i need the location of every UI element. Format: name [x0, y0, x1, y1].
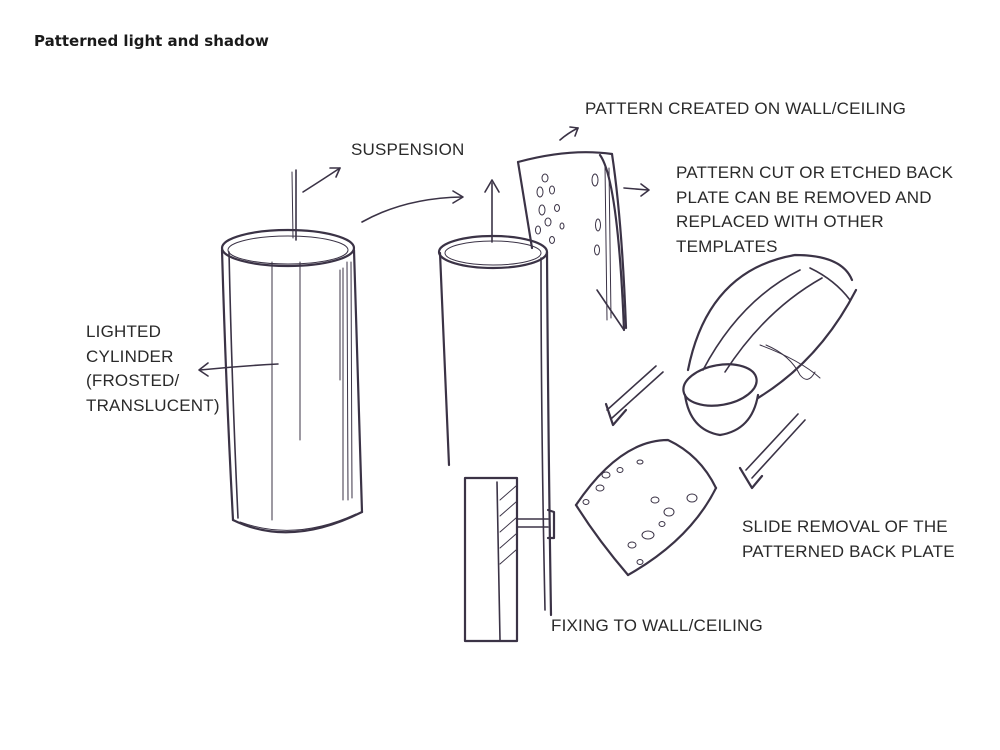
back-plate-arrow [623, 187, 649, 191]
cylinder-left-edge [220, 248, 235, 522]
wall-fixing-drawing [463, 476, 556, 643]
slide-removal-line: SLIDE REMOVAL OF THE [742, 517, 948, 536]
lighted-cylinder-label: LIGHTED CYLINDER (FROSTED/ TRANSLUCENT) [86, 320, 220, 418]
slide-pointer [765, 344, 816, 380]
fixing-clip [546, 508, 556, 540]
lighted-cylinder-line: CYLINDER [86, 346, 174, 366]
wall-plate [463, 476, 519, 643]
lower-plate-left [574, 503, 630, 577]
lower-plate-front [626, 486, 718, 577]
tube-left-edge [438, 251, 451, 467]
lighted-cylinder-line: LIGHTED [86, 322, 162, 341]
back-plate-lower-drawing [574, 438, 718, 577]
explode-arrow [361, 196, 463, 223]
inner-tube-drawing [437, 234, 553, 617]
lower-plate-holes [582, 459, 698, 565]
slide-section-top [686, 253, 854, 372]
suspension-label: SUSPENSION [351, 138, 464, 163]
back-plate-line: TEMPLATES [676, 236, 778, 256]
back-plate-line: PLATE CAN BE REMOVED AND [676, 187, 932, 207]
back-plate-label: PATTERN CUT OR ETCHED BACK PLATE CAN BE … [676, 161, 953, 259]
tube-right-edge [545, 250, 553, 617]
removal-arrow-right [751, 419, 806, 479]
slide-section-front [683, 393, 760, 437]
back-plate-holes [535, 173, 601, 256]
back-plate-left-edge [516, 160, 534, 250]
lighted-cylinder-drawing [220, 169, 364, 534]
back-plate-upper-drawing [516, 151, 628, 332]
fixing-label: FIXING TO WALL/CEILING [551, 614, 763, 639]
suspension-label-text: SUSPENSION [351, 140, 465, 159]
fixing-label-text: FIXING TO WALL/CEILING [551, 616, 763, 635]
cylinder-shading [339, 261, 353, 501]
lighted-cylinder-line: TRANSLUCENT) [86, 395, 220, 415]
suspension-arrow [302, 167, 341, 193]
cylinder-top-rim [220, 228, 356, 268]
annotation-arrows [198, 126, 816, 490]
page-title: Patterned light and shadow [34, 32, 269, 50]
pattern-wall-label: PATTERN CREATED ON WALL/CEILING [585, 97, 906, 122]
pattern-wall-label-text: PATTERN CREATED ON WALL/CEILING [585, 99, 907, 118]
lower-plate-top [574, 438, 718, 507]
slide-section-drawing [682, 253, 858, 437]
lighted-cylinder-line: (FROSTED/ [86, 371, 180, 390]
cylinder-right-edge [352, 248, 364, 514]
back-plate-line: PATTERN CUT OR ETCHED BACK [676, 163, 954, 182]
pattern-arrow [559, 127, 579, 141]
cylinder-arrow [199, 363, 279, 371]
cylinder-bottom [231, 510, 364, 534]
slide-removal-line: PATTERNED BACK PLATE [742, 541, 955, 561]
slide-removal-label: SLIDE REMOVAL OF THE PATTERNED BACK PLAT… [742, 515, 955, 564]
back-plate-line: REPLACED WITH OTHER [676, 212, 884, 231]
removal-arrow-left [611, 371, 664, 419]
back-plate-top [516, 151, 614, 164]
